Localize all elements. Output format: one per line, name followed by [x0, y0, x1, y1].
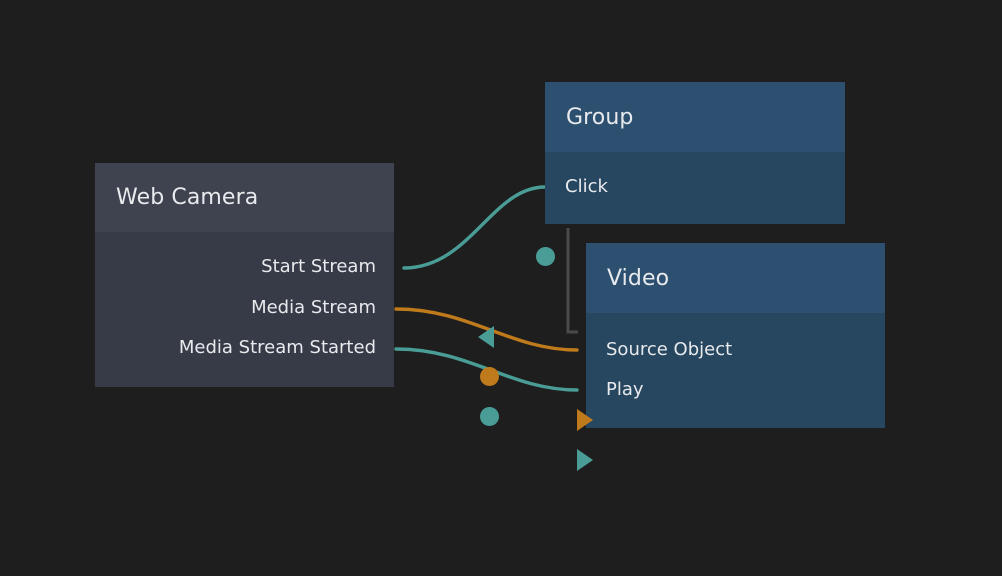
node-group[interactable]: Group Click [536, 82, 845, 266]
node-video[interactable]: Video Source Object Play [577, 243, 885, 471]
socket-media-stream-dot-icon[interactable] [480, 367, 499, 386]
node-web-camera-body: Start Stream Media Stream Media Stream S… [95, 232, 499, 426]
port-start-stream-label: Start Stream [261, 256, 376, 277]
port-media-stream-label: Media Stream [251, 297, 376, 318]
socket-source-object-arrow-icon[interactable] [577, 409, 593, 431]
node-group-header[interactable]: Group [545, 82, 845, 152]
port-source-object-label: Source Object [606, 339, 733, 360]
edge-click-to-start-stream [402, 185, 547, 270]
socket-click-dot-icon[interactable] [536, 247, 555, 266]
group-scope-bracket [566, 228, 578, 334]
port-play[interactable]: Play [606, 379, 644, 401]
port-click-label: Click [565, 176, 608, 197]
node-video-title: Video [607, 265, 670, 291]
port-click[interactable]: Click [565, 176, 608, 198]
port-start-stream[interactable]: Start Stream [261, 256, 376, 278]
port-media-stream[interactable]: Media Stream [251, 297, 376, 319]
socket-play-arrow-icon[interactable] [577, 449, 593, 471]
port-source-object[interactable]: Source Object [606, 339, 732, 361]
port-media-stream-started-label: Media Stream Started [178, 337, 376, 358]
node-video-body: Source Object Play [577, 313, 885, 471]
node-web-camera[interactable]: Web Camera Start Stream Media Stream Med… [95, 163, 499, 426]
node-group-title: Group [566, 104, 634, 130]
port-play-label: Play [606, 379, 644, 400]
node-group-body: Click [536, 152, 845, 266]
node-video-header[interactable]: Video [586, 243, 885, 313]
socket-media-stream-started-dot-icon[interactable] [480, 407, 499, 426]
node-web-camera-title: Web Camera [116, 185, 259, 210]
port-media-stream-started[interactable]: Media Stream Started [179, 337, 376, 359]
node-web-camera-header[interactable]: Web Camera [95, 163, 394, 232]
socket-start-stream-arrow-icon[interactable] [478, 326, 494, 348]
